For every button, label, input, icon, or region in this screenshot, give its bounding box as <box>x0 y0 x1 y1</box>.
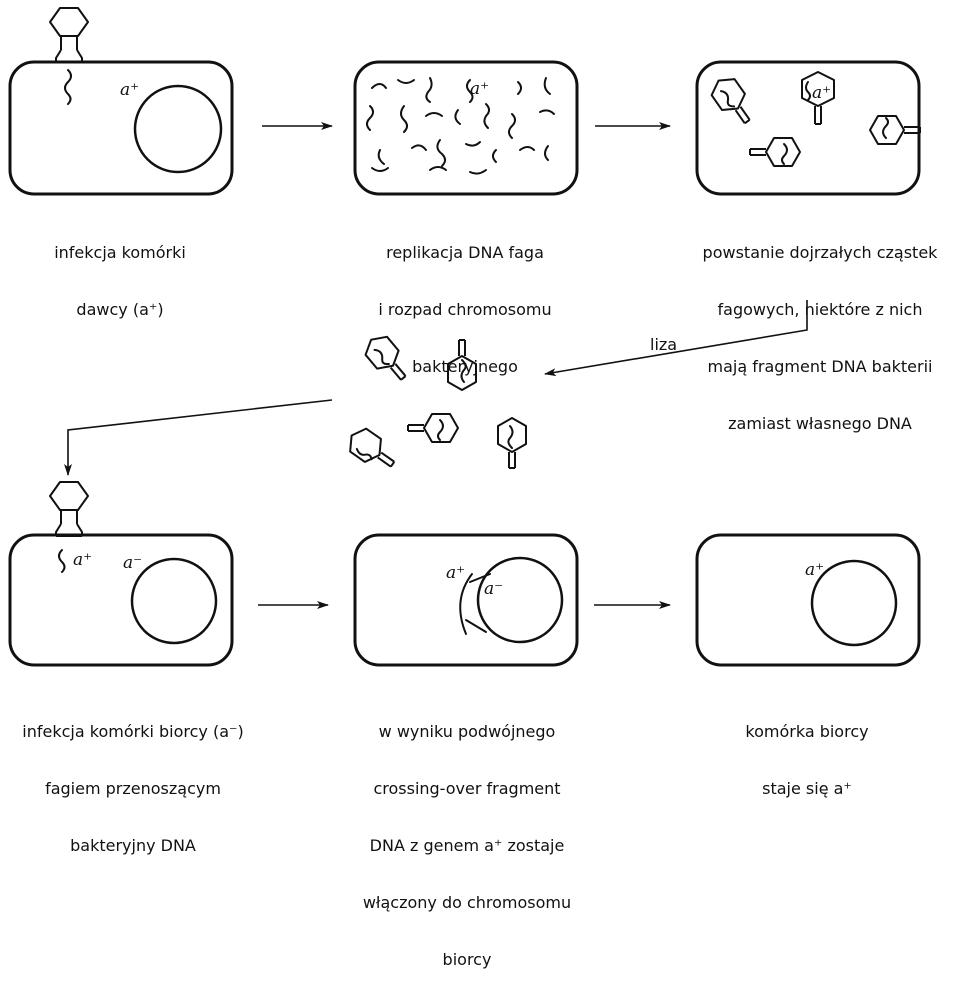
transduced-cell: a⁺ <box>697 535 919 665</box>
caption-line: infekcja komórki biorcy (a⁻) <box>2 722 264 741</box>
phage-particle-carrying-a-plus <box>344 424 401 476</box>
gene-label-a-plus-injected: a⁺ <box>73 550 92 570</box>
caption-step-6: komórka biorcy staje się a⁺ <box>712 684 902 817</box>
recipient-chromosome-recombining <box>478 558 562 642</box>
arrow-to-recipient <box>68 400 332 475</box>
phage-particle <box>498 418 526 468</box>
dna-fragments <box>367 78 554 174</box>
mature-phage-cell: a⁺ <box>697 62 920 194</box>
caption-line: fagiem przenoszącym <box>2 779 264 798</box>
caption-line: biorcy <box>347 950 587 969</box>
phage-particle <box>750 138 800 166</box>
gene-label-a-plus: a⁺ <box>120 80 139 100</box>
caption-line: powstanie dojrzałych cząstek <box>676 243 964 262</box>
phage-particle <box>870 116 920 144</box>
caption-step-1: infekcja komórki dawcy (a⁺) <box>20 205 220 338</box>
gene-label-a-plus-fragment: a⁺ <box>470 79 489 99</box>
caption-line: komórka biorcy <box>712 722 902 741</box>
caption-line: bakteryjnego <box>345 357 585 376</box>
caption-step-4: infekcja komórki biorcy (a⁻) fagiem prze… <box>2 684 264 874</box>
gene-label-a-minus: a⁻ <box>123 553 142 573</box>
caption-line: mają fragment DNA bakterii <box>676 357 964 376</box>
recipient-cell: a⁻ a⁺ <box>10 535 232 665</box>
donor-dna-fragment <box>460 574 472 634</box>
caption-line: DNA z genem a⁺ zostaje <box>347 836 587 855</box>
caption-line: crossing-over fragment <box>347 779 587 798</box>
caption-line: replikacja DNA faga <box>345 243 585 262</box>
caption-step-5: w wyniku podwójnego crossing-over fragme… <box>347 684 587 988</box>
gene-label-a-plus-fragment-crossover: a⁺ <box>446 563 465 583</box>
recipient-chromosome <box>132 559 216 643</box>
crossing-over-cell: a⁺ a⁻ <box>355 535 577 665</box>
caption-line: w wyniku podwójnego <box>347 722 587 741</box>
phage-particle-carrying-a-plus: a⁺ <box>802 72 834 124</box>
gene-label-a-plus-phage: a⁺ <box>812 83 831 103</box>
caption-line: fagowych, niektóre z nich <box>676 300 964 319</box>
phage-particle <box>408 414 458 442</box>
gene-label-a-minus-crossover: a⁻ <box>484 579 503 599</box>
caption-line: bakteryjny DNA <box>2 836 264 855</box>
phage-attached-donor <box>50 8 88 104</box>
caption-step-3: powstanie dojrzałych cząstek fagowych, n… <box>676 205 964 452</box>
caption-line: zamiast własnego DNA <box>676 414 964 433</box>
donor-chromosome <box>135 86 221 172</box>
caption-line: i rozpad chromosomu <box>345 300 585 319</box>
caption-line: staje się a⁺ <box>712 779 902 798</box>
lysis-label: liza <box>650 335 677 354</box>
caption-line: infekcja komórki <box>20 243 220 262</box>
gene-label-a-plus-final: a⁺ <box>805 560 824 580</box>
phage-particle <box>707 73 759 130</box>
replication-cell: a⁺ <box>355 62 577 194</box>
donor-cell: a⁺ <box>10 62 232 194</box>
caption-step-2: replikacja DNA faga i rozpad chromosomu … <box>345 205 585 395</box>
caption-line: dawcy (a⁺) <box>20 300 220 319</box>
caption-line: włączony do chromosomu <box>347 893 587 912</box>
transduced-chromosome <box>812 561 896 645</box>
